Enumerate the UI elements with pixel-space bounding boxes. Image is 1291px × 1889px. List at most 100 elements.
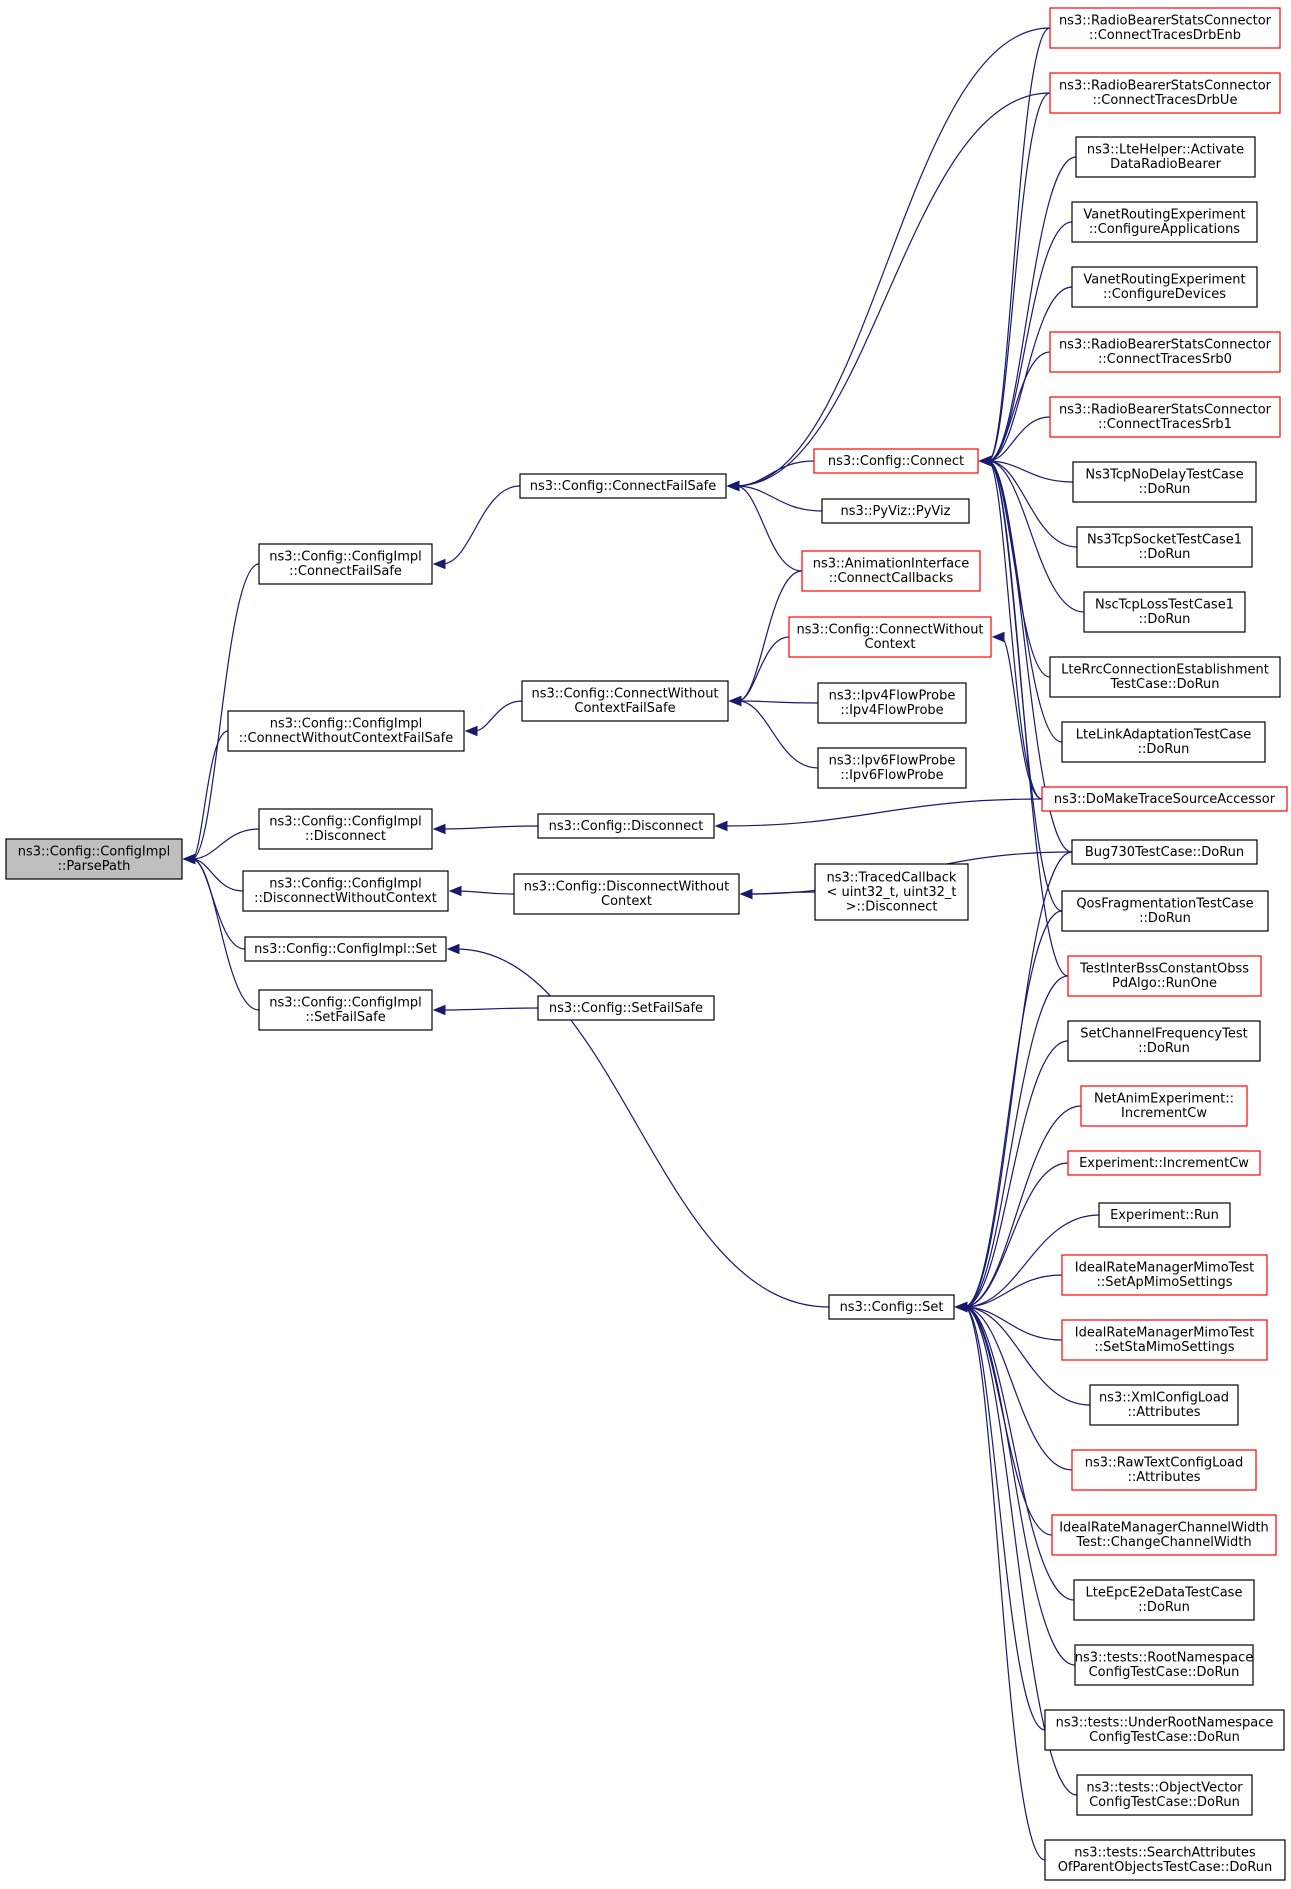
node-label: ns3::Config::ConfigImpl — [269, 815, 422, 830]
edge-ns3tcpsocket-to-c-connect — [987, 460, 1078, 548]
node-rb-drbenb[interactable]: ns3::RadioBearerStatsConnector::ConnectT… — [1049, 7, 1281, 49]
node-box — [1072, 461, 1257, 503]
edge-objectvector-to-c-set — [963, 1306, 1078, 1796]
node-box — [227, 710, 465, 752]
edge-ipv6flowprobe-to-c-connectwithoutcontextfailsafe — [737, 700, 819, 769]
node-lteepc[interactable]: LteEpcE2eDataTestCase::DoRun — [1073, 1579, 1255, 1621]
node-objectvector[interactable]: ns3::tests::ObjectVectorConfigTestCase::… — [1076, 1774, 1253, 1816]
arrowhead — [432, 823, 446, 835]
node-vanet-apps[interactable]: VanetRoutingExperiment::ConfigureApplica… — [1071, 201, 1258, 243]
node-c-disconnectwithoutcontext[interactable]: ns3::Config::DisconnectWithoutContext — [513, 873, 740, 915]
node-vanet-devs[interactable]: VanetRoutingExperiment::ConfigureDevices — [1071, 266, 1258, 308]
node-rootns[interactable]: ns3::tests::RootNamespaceConfigTestCase:… — [1074, 1644, 1254, 1686]
edge-c-set-to-ci-set — [455, 948, 830, 1308]
node-rb-srb1[interactable]: ns3::RadioBearerStatsConnector::ConnectT… — [1049, 396, 1281, 438]
node-ci-set[interactable]: ns3::Config::ConfigImpl::Set — [244, 936, 447, 962]
node-label: PdAlgo::RunOne — [1112, 976, 1217, 991]
node-exp-incrementcw[interactable]: Experiment::IncrementCw — [1067, 1150, 1261, 1176]
node-box — [244, 936, 447, 962]
node-rb-srb0[interactable]: ns3::RadioBearerStatsConnector::ConnectT… — [1049, 331, 1281, 373]
node-idealmimo-ap[interactable]: IdealRateManagerMimoTest::SetApMimoSetti… — [1061, 1254, 1268, 1296]
edge-idealmimo-ap-to-c-set — [963, 1274, 1063, 1308]
node-parsepath[interactable]: ns3::Config::ConfigImpl::ParsePath — [5, 838, 183, 880]
node-label: ::DoRun — [1138, 742, 1190, 757]
node-ns3tcpsocket[interactable]: Ns3TcpSocketTestCase1::DoRun — [1076, 526, 1253, 568]
node-ltelink[interactable]: LteLinkAdaptationTestCase::DoRun — [1061, 721, 1266, 763]
node-lterrc[interactable]: LteRrcConnectionEstablishmentTestCase::D… — [1049, 656, 1281, 698]
node-ci-setfailsafe[interactable]: ns3::Config::ConfigImpl::SetFailSafe — [258, 989, 433, 1031]
arrowhead — [432, 1004, 446, 1016]
node-ci-disconnectwithoutcontext[interactable]: ns3::Config::ConfigImpl::DisconnectWitho… — [242, 870, 449, 912]
edge-c-setfailsafe-to-ci-setfailsafe — [441, 1007, 539, 1011]
node-underrootns[interactable]: ns3::tests::UnderRootNamespaceConfigTest… — [1044, 1709, 1285, 1751]
node-label: ns3::Config::Connect — [828, 454, 964, 469]
edge-ci-disconnect-to-parsepath — [191, 828, 260, 860]
node-box — [1044, 1839, 1286, 1881]
node-searchattrs[interactable]: ns3::tests::SearchAttributesOfParentObje… — [1044, 1839, 1286, 1881]
node-c-set[interactable]: ns3::Config::Set — [828, 1294, 955, 1320]
node-c-connectwithoutcontextfailsafe[interactable]: ns3::Config::ConnectWithoutContextFailSa… — [521, 680, 729, 722]
node-ns3tcpnodelay[interactable]: Ns3TcpNoDelayTestCase::DoRun — [1072, 461, 1257, 503]
edge-qosfrag-to-c-set — [963, 910, 1063, 1308]
node-qosfrag[interactable]: QosFragmentationTestCase::DoRun — [1061, 890, 1269, 932]
node-box — [1083, 591, 1246, 633]
node-label: ::ConnectTracesSrb1 — [1098, 417, 1232, 432]
node-c-disconnect[interactable]: ns3::Config::Disconnect — [537, 813, 715, 839]
node-idealchannelwidth[interactable]: IdealRateManagerChannelWidthTest::Change… — [1051, 1514, 1277, 1556]
node-setchannelfreq[interactable]: SetChannelFrequencyTest::DoRun — [1067, 1020, 1261, 1062]
node-ci-connectwithoutcontextfailsafe[interactable]: ns3::Config::ConfigImpl::ConnectWithoutC… — [227, 710, 465, 752]
node-ci-disconnect[interactable]: ns3::Config::ConfigImpl::Disconnect — [258, 808, 433, 850]
node-box — [1098, 1202, 1231, 1228]
edge-domaketrace-to-c-connect — [987, 460, 1043, 800]
node-label: ::DoRun — [1139, 482, 1191, 497]
edge-idealmimo-sta-to-c-set — [963, 1306, 1063, 1341]
edge-searchattrs-to-c-set — [963, 1306, 1046, 1861]
node-xmlconfig[interactable]: ns3::XmlConfigLoad::Attributes — [1089, 1384, 1239, 1426]
node-box — [1067, 1150, 1261, 1176]
node-domaketrace[interactable]: ns3::DoMakeTraceSourceAccessor — [1041, 786, 1288, 812]
node-label: LteRrcConnectionEstablishment — [1061, 663, 1269, 678]
node-ipv6flowprobe[interactable]: ns3::Ipv6FlowProbe::Ipv6FlowProbe — [817, 747, 967, 789]
node-label: ns3::tests::SearchAttributes — [1074, 1846, 1256, 1861]
node-label: ::DoRun — [1138, 1041, 1190, 1056]
node-label: ::Attributes — [1128, 1470, 1201, 1485]
node-nsctcploss[interactable]: NscTcpLossTestCase1::DoRun — [1083, 591, 1246, 633]
edge-underrootns-to-c-set — [963, 1306, 1046, 1731]
node-c-connectwithoutcontext[interactable]: ns3::Config::ConnectWithoutContext — [788, 616, 992, 658]
node-label: ContextFailSafe — [574, 701, 675, 716]
node-pyviz[interactable]: ns3::PyViz::PyViz — [821, 498, 970, 524]
node-c-connect[interactable]: ns3::Config::Connect — [813, 448, 979, 474]
edge-c-disconnectwithoutcontext-to-ci-disconnectwithoutcontext — [457, 890, 515, 895]
node-exp-run[interactable]: Experiment::Run — [1098, 1202, 1231, 1228]
node-label: ::DoRun — [1139, 547, 1191, 562]
node-idealmimo-sta[interactable]: IdealRateManagerMimoTest::SetStaMimoSett… — [1061, 1319, 1268, 1361]
node-box — [1061, 890, 1269, 932]
node-animconnectcallbacks[interactable]: ns3::AnimationInterface::ConnectCallback… — [801, 550, 981, 592]
node-tracedcallback[interactable]: ns3::TracedCallback< uint32_t, uint32_t>… — [814, 863, 969, 921]
node-box — [258, 808, 433, 850]
node-ipv4flowprobe[interactable]: ns3::Ipv4FlowProbe::Ipv4FlowProbe — [817, 682, 967, 724]
node-c-connectfailsafe[interactable]: ns3::Config::ConnectFailSafe — [519, 473, 727, 499]
node-label: SetChannelFrequencyTest — [1080, 1027, 1247, 1042]
node-rawtextconfig[interactable]: ns3::RawTextConfigLoad::Attributes — [1071, 1449, 1257, 1491]
node-label: IncrementCw — [1121, 1106, 1207, 1121]
node-label: ns3::tests::ObjectVector — [1086, 1781, 1243, 1796]
node-box — [1049, 72, 1281, 114]
edge-c-disconnect-to-ci-disconnect — [441, 825, 539, 830]
edges-layer — [182, 27, 1100, 1861]
node-bug730[interactable]: Bug730TestCase::DoRun — [1071, 839, 1258, 865]
node-rb-drbue[interactable]: ns3::RadioBearerStatsConnector::ConnectT… — [1049, 72, 1281, 114]
node-box — [1071, 1449, 1257, 1491]
node-label: ::ConfigureApplications — [1089, 222, 1240, 237]
node-box — [1074, 1644, 1254, 1686]
node-netanim[interactable]: NetAnimExperiment::IncrementCw — [1080, 1085, 1248, 1127]
node-label: IdealRateManagerMimoTest — [1075, 1326, 1255, 1341]
edge-rb-srb0-to-c-connect — [987, 351, 1051, 462]
node-c-setfailsafe[interactable]: ns3::Config::SetFailSafe — [537, 995, 715, 1021]
node-ci-connectfailsafe[interactable]: ns3::Config::ConfigImpl::ConnectFailSafe — [258, 543, 433, 585]
node-label: ::DisconnectWithoutContext — [254, 891, 437, 906]
node-box — [1089, 1384, 1239, 1426]
